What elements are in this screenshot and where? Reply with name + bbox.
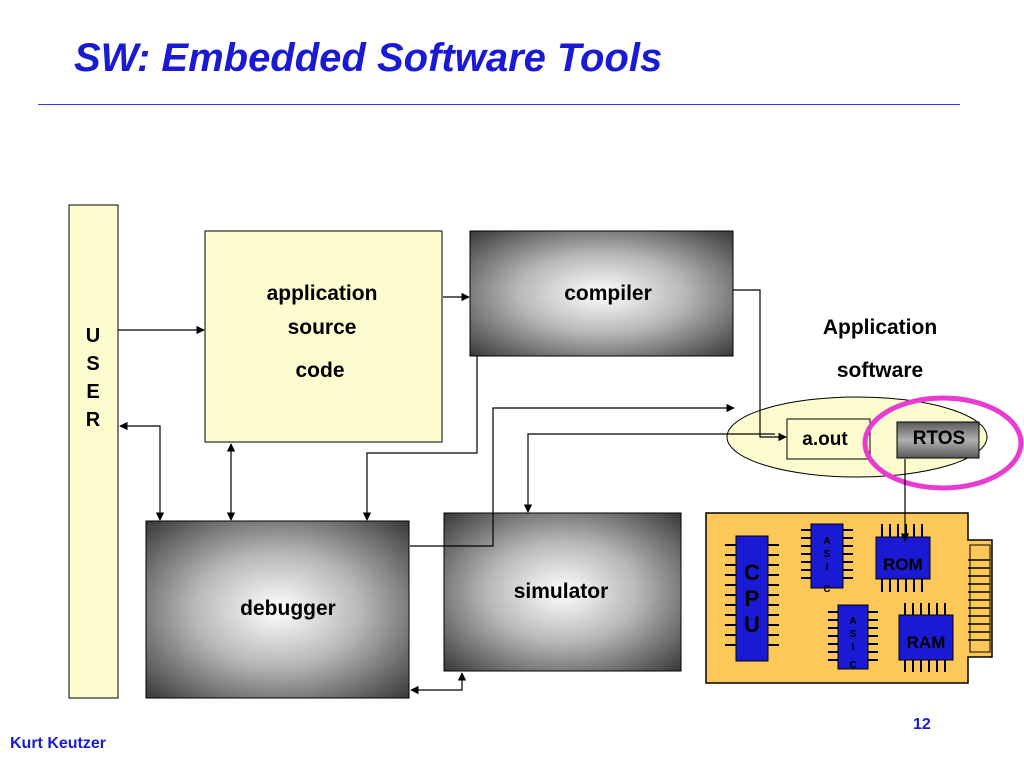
compiler-label: compiler: [564, 282, 652, 305]
ram-label: RAM: [907, 633, 946, 652]
source-code-box: application source code: [204, 230, 443, 443]
source-line: application: [267, 282, 378, 305]
page-number: 12: [913, 716, 931, 733]
app-software-line: software: [837, 359, 923, 382]
ram-chip: RAM: [898, 603, 954, 672]
asic-chip-lower: A S I C: [828, 604, 878, 671]
asic-chip-upper: A S I C: [801, 523, 853, 595]
simulator-label: simulator: [514, 580, 609, 603]
source-line: code: [295, 359, 344, 382]
cpu-letter: C: [744, 560, 760, 585]
user-letter: R: [86, 409, 101, 431]
rtos-box: [896, 421, 980, 459]
rom-chip: ROM: [875, 524, 931, 592]
arrow-simulator-debugger: [410, 672, 467, 695]
author-name: Kurt Keutzer: [10, 735, 107, 752]
asic-letter: S: [824, 549, 831, 560]
user-bar: U S E R: [68, 204, 119, 699]
debugger-box: debugger: [145, 520, 410, 699]
arrow-software-to-simulator: [523, 433, 775, 513]
cpu-letter: U: [744, 612, 760, 637]
asic-letter: I: [852, 642, 855, 653]
cpu-letter: P: [745, 586, 760, 611]
user-letter: E: [86, 381, 99, 403]
asic-letter: C: [849, 660, 856, 671]
arrow-user-debugger: [119, 421, 165, 521]
user-letter: S: [86, 353, 99, 375]
asic-letter: C: [823, 584, 830, 595]
rtos-label: RTOS: [913, 428, 965, 449]
user-letter: U: [86, 325, 100, 347]
simulator-box: simulator: [443, 512, 682, 672]
asic-letter: S: [850, 629, 857, 640]
edge-connector: [968, 559, 990, 641]
source-line: source: [288, 316, 357, 339]
asic-letter: I: [826, 562, 829, 573]
aout-box: [786, 418, 871, 460]
arrow-compiler-to-aout: [733, 289, 787, 442]
connector-arrows: [118, 289, 910, 695]
asic-letter: A: [823, 536, 830, 547]
circuit-board: C P U A S I C: [705, 512, 993, 684]
cpu-chip: C P U: [725, 535, 779, 662]
rtos-highlight-circle: [862, 395, 1024, 491]
title-underline: [38, 104, 960, 105]
compiler-box: compiler: [469, 230, 734, 357]
application-ellipse: a.out RTOS: [726, 396, 988, 478]
arrow-compiler-to-debugger: [362, 356, 478, 521]
aout-label: a.out: [802, 429, 848, 450]
debugger-label: debugger: [240, 597, 336, 620]
app-software-line: Application: [823, 316, 937, 339]
arrow-debugger-to-software: [410, 403, 735, 547]
asic-letter: A: [849, 616, 856, 627]
rom-label: ROM: [883, 555, 923, 574]
slide-title: SW: Embedded Software Tools: [74, 36, 663, 80]
